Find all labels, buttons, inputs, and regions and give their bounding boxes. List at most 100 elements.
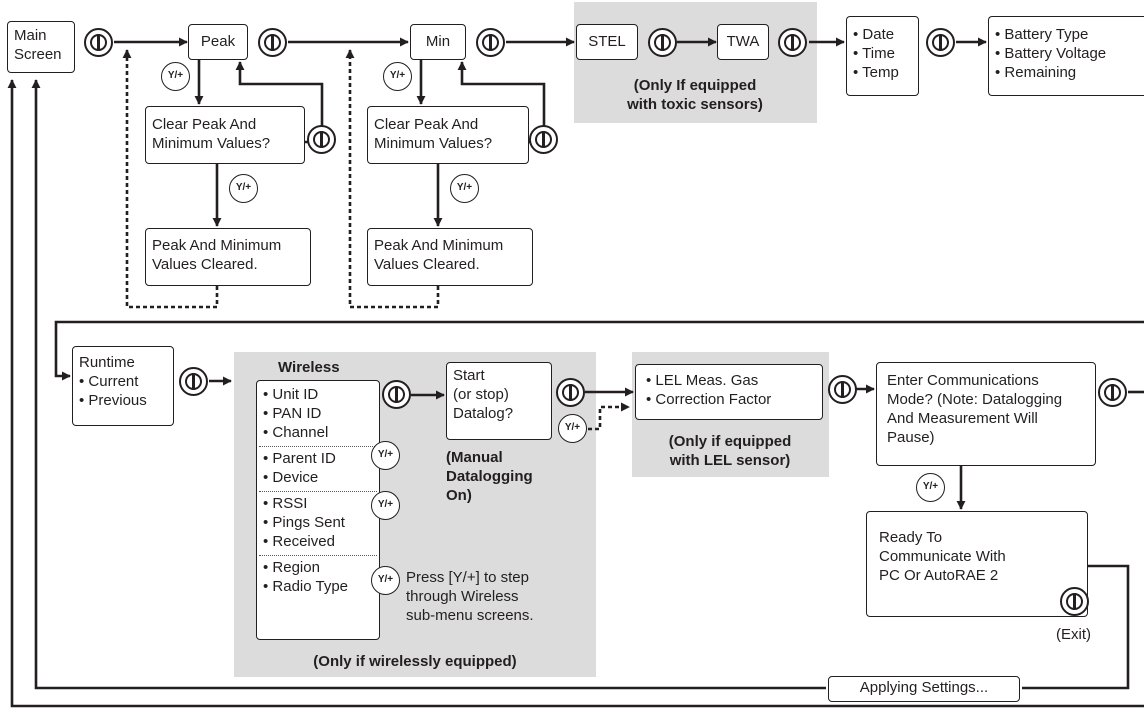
lel-note: (Only if equipped with LEL sensor) [640,432,820,470]
pan-id-item: • PAN ID [263,405,322,422]
power-button-icon [828,375,857,404]
ready-line-1: Ready To [879,529,943,546]
lel-box: • LEL Meas. Gas • Correction Factor [635,364,823,420]
yplus-button-icon: Y/+ [383,62,412,91]
time-item: • Time [853,45,895,62]
cleared-2-line-2: Values Cleared. [374,256,480,273]
manual-datalog-note: (Manual Datalogging On) [446,448,533,505]
clear-peak-2-line-1: Clear Peak And [374,116,479,133]
yplus-button-icon: Y/+ [371,491,400,520]
cleared-1-line-2: Values Cleared. [152,256,258,273]
power-button-icon [179,367,208,396]
region-item: • Region [263,559,320,576]
ready-box: Ready To Communicate With PC Or AutoRAE … [866,511,1088,617]
temp-item: • Temp [853,64,899,81]
yplus-button-icon: Y/+ [371,566,400,595]
power-button-icon [1060,587,1089,616]
received-item: • Received [263,533,335,550]
power-button-icon [529,125,558,154]
clear-peak-box-1: Clear Peak And Minimum Values? [145,106,305,164]
power-button-icon [926,28,955,57]
twa-box: TWA [717,24,769,60]
cleared-2-line-1: Peak And Minimum [374,237,504,254]
parent-id-item: • Parent ID [263,450,336,467]
cleared-1-line-1: Peak And Minimum [152,237,282,254]
main-screen-line-1: Main [14,27,47,44]
datalog-line-3: Datalog? [453,405,514,422]
yplus-button-icon: Y/+ [229,174,258,203]
lel-note-line-1: (Only if equipped [668,433,792,450]
clear-peak-1-line-1: Clear Peak And [152,116,257,133]
power-button-icon [84,28,113,57]
battery-voltage-item: • Battery Voltage [995,45,1107,62]
toxic-note-line-2: with toxic sensors) [627,96,763,113]
press-hint: Press [Y/+] to step through Wireless sub… [406,568,534,625]
yplus-button-icon: Y/+ [916,473,945,502]
enter-comm-line-3: And Measurement Will [887,410,1038,427]
values-cleared-box-2: Peak And Minimum Values Cleared. [367,228,533,286]
unit-id-item: • Unit ID [263,386,319,403]
battery-type-item: • Battery Type [995,26,1089,43]
main-screen-line-2: Screen [14,46,62,63]
correction-factor-item: • Correction Factor [646,391,772,408]
yplus-button-icon: Y/+ [371,441,400,470]
ready-line-2: Communicate With [879,548,1006,565]
ready-line-3: PC Or AutoRAE 2 [879,567,999,584]
yplus-button-icon: Y/+ [558,414,587,443]
runtime-box: Runtime • Current • Previous [72,346,174,426]
remaining-item: • Remaining [995,64,1077,81]
channel-item: • Channel [263,424,329,441]
date-item: • Date [853,26,895,43]
pings-sent-item: • Pings Sent [263,514,345,531]
rssi-item: • RSSI [263,495,308,512]
toxic-sensors-region [574,2,817,123]
yplus-button-icon: Y/+ [161,62,190,91]
enter-comm-line-2: Mode? (Note: Datalogging [887,391,1063,408]
power-button-icon [556,378,585,407]
power-button-icon [476,28,505,57]
toxic-note-line-1: (Only If equipped [633,77,757,94]
wireless-divider-2 [259,491,377,492]
clear-peak-1-line-2: Minimum Values? [152,135,271,152]
wireless-divider-1 [259,446,377,447]
power-button-icon [382,380,411,409]
peak-box: Peak [188,24,248,60]
manual-datalog-line-2: Datalogging [446,468,533,485]
manual-datalog-line-1: (Manual [446,449,503,466]
yplus-button-icon: Y/+ [450,174,479,203]
device-item: • Device [263,469,319,486]
radio-type-item: • Radio Type [263,578,349,595]
clear-peak-box-2: Clear Peak And Minimum Values? [367,106,529,164]
battery-box: • Battery Type • Battery Voltage • Remai… [988,16,1144,96]
stel-box: STEL [576,24,638,60]
runtime-title: Runtime [79,354,135,371]
wireless-only-note: (Only if wirelessly equipped) [313,653,517,670]
power-button-icon [648,28,677,57]
applying-settings-box: Applying Settings... [828,676,1020,702]
runtime-current: • Current [79,373,139,390]
press-hint-line-3: sub-menu screens. [406,607,534,624]
exit-label: (Exit) [1056,626,1091,643]
press-hint-line-1: Press [Y/+] to step [406,569,529,586]
manual-datalog-line-3: On) [446,487,472,504]
lel-meas-gas-item: • LEL Meas. Gas [646,372,759,389]
enter-comm-line-1: Enter Communications [887,372,1039,389]
datalog-box: Start (or stop) Datalog? [446,362,552,440]
wireless-title: Wireless [278,359,340,376]
wireless-divider-3 [259,555,377,556]
power-button-icon [258,28,287,57]
datalog-line-1: Start [453,367,485,384]
press-hint-line-2: through Wireless [406,588,519,605]
enter-comm-line-4: Pause) [887,429,935,446]
values-cleared-box-1: Peak And Minimum Values Cleared. [145,228,311,286]
main-screen-box: Main Screen [7,21,75,73]
clear-peak-2-line-2: Minimum Values? [374,135,493,152]
power-button-icon [1098,378,1127,407]
date-time-temp-box: • Date • Time • Temp [846,16,919,96]
power-button-icon [778,28,807,57]
enter-comm-box: Enter Communications Mode? (Note: Datalo… [876,362,1096,466]
toxic-note: (Only If equipped with toxic sensors) [590,76,800,114]
runtime-previous: • Previous [79,392,147,409]
